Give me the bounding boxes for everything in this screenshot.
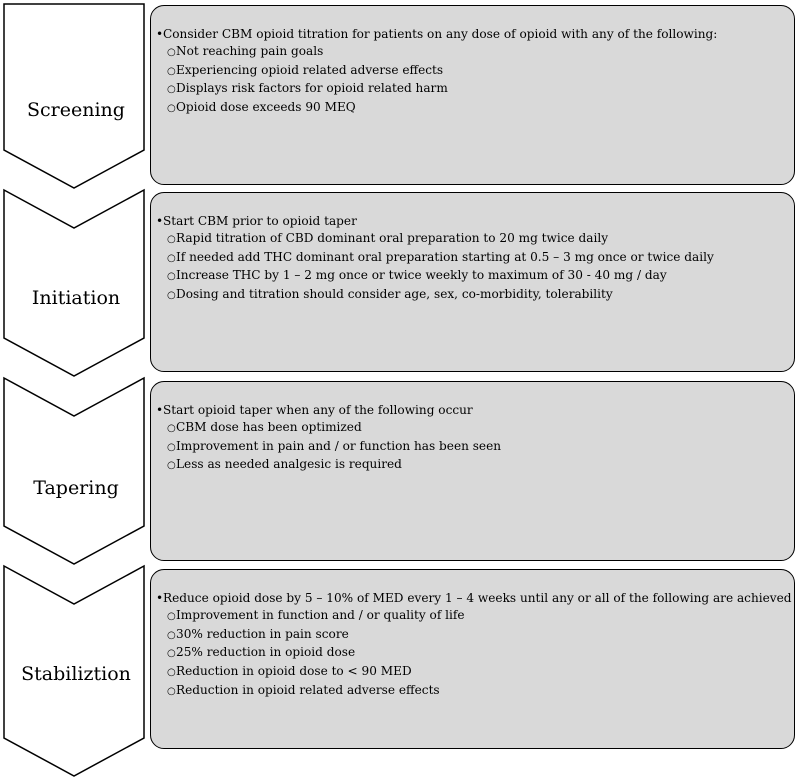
- list-item: ○Opioid dose exceeds 90 MEQ: [167, 99, 788, 118]
- list-item-text: 30% reduction in pain score: [176, 626, 349, 641]
- sub-marker: ○: [167, 65, 176, 77]
- sub-marker: ○: [167, 648, 176, 660]
- screening-bullet: •Consider CBM opioid titration for patie…: [156, 26, 788, 43]
- list-item-text: Dosing and titration should consider age…: [176, 287, 613, 302]
- bullet-marker: •: [156, 591, 164, 605]
- list-item-text: CBM dose has been optimized: [176, 419, 362, 434]
- sub-marker: ○: [167, 252, 176, 264]
- initiation-details-box: •Start CBM prior to opioid taper ○Rapid …: [150, 192, 795, 372]
- sub-marker: ○: [167, 685, 176, 697]
- sub-marker: ○: [167, 46, 176, 58]
- list-item: ○Experiencing opioid related adverse eff…: [167, 62, 788, 81]
- tapering-details-box: •Start opioid taper when any of the foll…: [150, 381, 795, 561]
- stage-stabilization-chevron: Stabiliztion: [3, 564, 145, 777]
- list-item-text: 25% reduction in opioid dose: [176, 645, 356, 660]
- list-item-text: Less as needed analgesic is required: [176, 457, 402, 472]
- sub-marker: ○: [167, 629, 176, 641]
- list-item: ○Reduction in opioid related adverse eff…: [167, 682, 788, 701]
- list-item-text: Improvement in pain and / or function ha…: [176, 438, 502, 453]
- bullet-marker: •: [156, 403, 164, 417]
- list-item-text: Increase THC by 1 – 2 mg once or twice w…: [176, 268, 667, 283]
- list-item-text: Experiencing opioid related adverse effe…: [176, 62, 444, 77]
- tapering-details-text: •Start opioid taper when any of the foll…: [156, 402, 788, 475]
- stage-initiation-chevron: Initiation: [3, 188, 145, 377]
- sub-marker: ○: [167, 610, 176, 622]
- stage-screening-label: Screening: [27, 99, 125, 121]
- sub-marker: ○: [167, 84, 176, 96]
- screening-details-text: •Consider CBM opioid titration for patie…: [156, 26, 788, 118]
- sub-marker: ○: [167, 271, 176, 283]
- list-item: ○Less as needed analgesic is required: [167, 456, 788, 475]
- list-item: ○Not reaching pain goals: [167, 43, 788, 62]
- stabilization-bullet: •Reduce opioid dose by 5 – 10% of MED ev…: [156, 590, 792, 607]
- stage-screening-chevron: Screening: [3, 3, 145, 189]
- list-item-text: Reduction in opioid related adverse effe…: [176, 682, 440, 697]
- list-item: ○Rapid titration of CBD dominant oral pr…: [167, 230, 788, 249]
- stage-tapering-chevron: Tapering: [3, 376, 145, 565]
- list-item: ○25% reduction in opioid dose: [167, 644, 788, 663]
- sub-marker: ○: [167, 290, 176, 302]
- sub-marker: ○: [167, 441, 176, 453]
- initiation-bullet: •Start CBM prior to opioid taper: [156, 213, 788, 230]
- list-item-text: Not reaching pain goals: [176, 43, 324, 58]
- list-item: ○Reduction in opioid dose to < 90 MED: [167, 663, 788, 682]
- stabilization-details-text: •Reduce opioid dose by 5 – 10% of MED ev…: [156, 590, 792, 701]
- stage-initiation-label: Initiation: [32, 287, 120, 309]
- list-item: ○Improvement in pain and / or function h…: [167, 438, 788, 457]
- list-item: ○CBM dose has been optimized: [167, 419, 788, 438]
- initiation-details-text: •Start CBM prior to opioid taper ○Rapid …: [156, 213, 788, 305]
- list-item: ○Improvement in function and / or qualit…: [167, 607, 788, 626]
- list-item-text: Rapid titration of CBD dominant oral pre…: [176, 230, 609, 245]
- sub-marker: ○: [167, 667, 176, 679]
- initiation-bullet-text: Start CBM prior to opioid taper: [163, 214, 357, 228]
- initiation-sub-list: ○Rapid titration of CBD dominant oral pr…: [156, 230, 788, 305]
- list-item-text: Reduction in opioid dose to < 90 MED: [176, 664, 412, 679]
- list-item: ○Increase THC by 1 – 2 mg once or twice …: [167, 267, 788, 286]
- tapering-sub-list: ○CBM dose has been optimized ○Improvemen…: [156, 419, 788, 475]
- tapering-bullet: •Start opioid taper when any of the foll…: [156, 402, 788, 419]
- stage-stabilization-label: Stabiliztion: [21, 663, 131, 685]
- list-item: ○30% reduction in pain score: [167, 626, 788, 645]
- list-item: ○If needed add THC dominant oral prepara…: [167, 249, 788, 268]
- sub-marker: ○: [167, 460, 176, 472]
- bullet-marker: •: [156, 214, 164, 228]
- list-item-text: If needed add THC dominant oral preparat…: [176, 249, 714, 264]
- screening-sub-list: ○Not reaching pain goals ○Experiencing o…: [156, 43, 788, 118]
- stabilization-bullet-text: Reduce opioid dose by 5 – 10% of MED eve…: [163, 591, 792, 605]
- sub-marker: ○: [167, 422, 176, 434]
- sub-marker: ○: [167, 233, 176, 245]
- stabilization-details-box: •Reduce opioid dose by 5 – 10% of MED ev…: [150, 569, 795, 749]
- stabilization-sub-list: ○Improvement in function and / or qualit…: [156, 607, 788, 701]
- list-item-text: Opioid dose exceeds 90 MEQ: [176, 100, 356, 115]
- sub-marker: ○: [167, 103, 176, 115]
- screening-bullet-text: Consider CBM opioid titration for patien…: [163, 27, 718, 41]
- tapering-bullet-text: Start opioid taper when any of the follo…: [163, 403, 473, 417]
- list-item-text: Improvement in function and / or quality…: [176, 607, 465, 622]
- list-item: ○Displays risk factors for opioid relate…: [167, 80, 788, 99]
- bullet-marker: •: [156, 27, 164, 41]
- stage-tapering-label: Tapering: [33, 477, 119, 499]
- screening-details-box: •Consider CBM opioid titration for patie…: [150, 5, 795, 185]
- list-item-text: Displays risk factors for opioid related…: [176, 81, 448, 96]
- list-item: ○Dosing and titration should consider ag…: [167, 286, 788, 305]
